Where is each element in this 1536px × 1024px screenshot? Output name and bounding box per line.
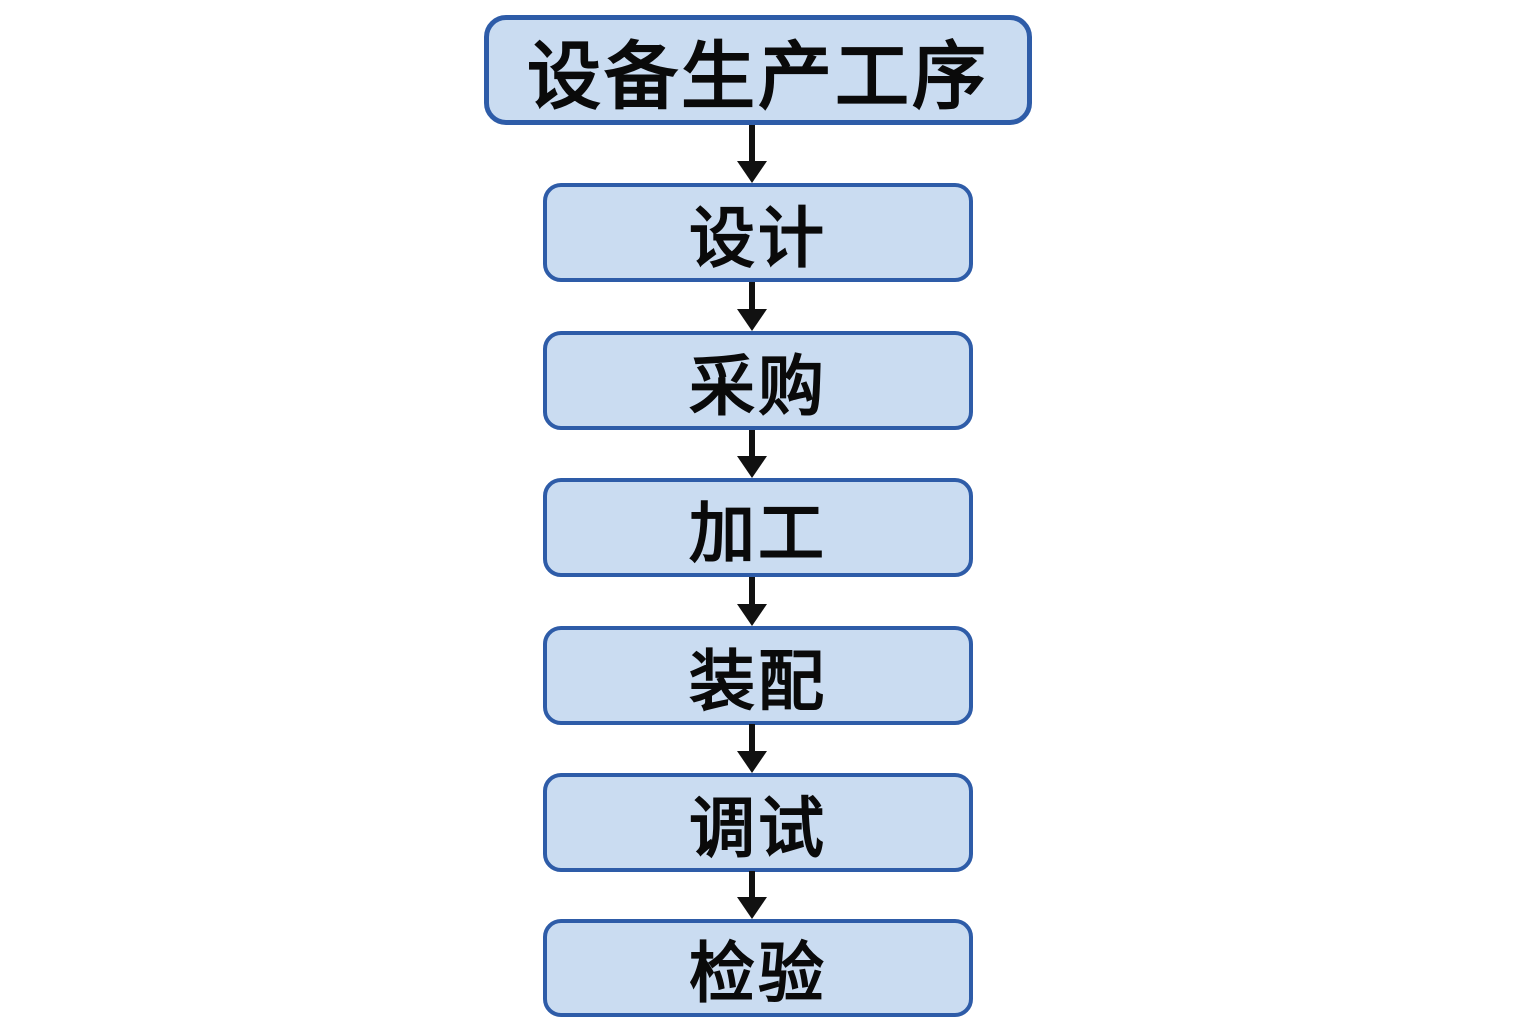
flow-node-design: 设计	[543, 183, 973, 282]
flow-arrow	[737, 871, 767, 919]
arrow-head-icon	[737, 751, 767, 773]
arrow-stem	[749, 724, 755, 751]
arrow-head-icon	[737, 309, 767, 331]
flow-arrow	[737, 125, 767, 183]
flow-node-title: 设备生产工序	[484, 15, 1032, 125]
flow-node-label: 设备生产工序	[527, 34, 989, 118]
flow-node-label: 设计	[689, 200, 827, 275]
flow-node-label: 采购	[689, 348, 827, 423]
arrow-stem	[749, 282, 755, 309]
flow-node-commissioning: 调试	[543, 773, 973, 872]
flow-arrow	[737, 430, 767, 478]
arrow-stem	[749, 871, 755, 897]
flow-node-label: 加工	[689, 495, 827, 570]
arrow-head-icon	[737, 456, 767, 478]
flow-node-procurement: 采购	[543, 331, 973, 430]
arrow-head-icon	[737, 897, 767, 919]
flow-arrow	[737, 282, 767, 331]
arrow-stem	[749, 125, 755, 161]
flow-arrow	[737, 577, 767, 626]
flow-node-assembly: 装配	[543, 626, 973, 725]
arrow-stem	[749, 430, 755, 456]
flow-node-machining: 加工	[543, 478, 973, 577]
arrow-head-icon	[737, 161, 767, 183]
flow-node-label: 检验	[689, 936, 827, 1010]
flow-node-inspection: 检验	[543, 919, 973, 1017]
flow-arrow	[737, 724, 767, 773]
arrow-stem	[749, 577, 755, 604]
flow-node-label: 调试	[689, 790, 827, 865]
flow-node-label: 装配	[689, 643, 827, 718]
arrow-head-icon	[737, 604, 767, 626]
